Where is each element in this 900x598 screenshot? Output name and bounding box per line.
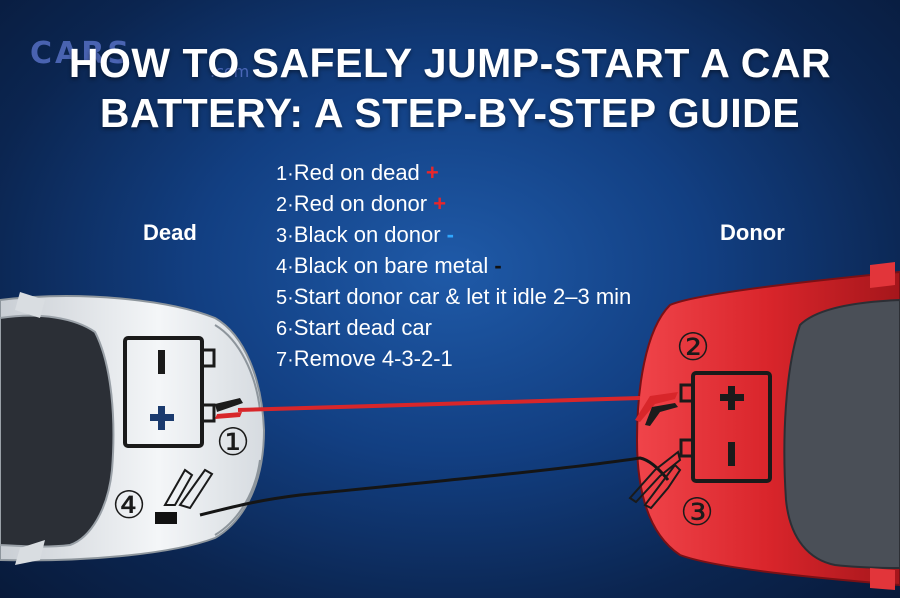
step-5: 5·Start donor car & let it idle 2–3 min	[276, 282, 631, 313]
red-clamp-dead	[215, 398, 243, 419]
watermark-suffix: .com	[210, 62, 250, 81]
step-text: Start donor car & let it idle 2–3 min	[293, 284, 632, 309]
step-number: 1·	[276, 163, 294, 185]
red-cable	[237, 396, 641, 412]
title-line-1: HOW TO SAFELY JUMP-START A CAR	[68, 40, 832, 86]
donor-battery	[679, 371, 772, 483]
donor-car-label: Donor	[720, 220, 785, 245]
marker-4: ④	[112, 483, 147, 527]
step-7: 7·Remove 4-3-2-1	[276, 344, 631, 375]
plus-icon: +	[425, 160, 439, 185]
step-text: Remove 4-3-2-1	[293, 346, 453, 371]
red-clamp-donor	[635, 392, 678, 426]
step-number: 4·	[276, 256, 294, 278]
step-number: 3·	[276, 225, 294, 247]
dead-car-label: Dead	[143, 220, 197, 245]
watermark-logo: CARS	[30, 36, 132, 71]
step-number: 5·	[276, 287, 294, 309]
dead-battery	[123, 336, 216, 448]
step-4: 4·Black on bare metal -	[276, 251, 631, 282]
black-cable	[199, 456, 670, 517]
step-text: Start dead car	[293, 315, 432, 340]
step-1: 1·Red on dead +	[276, 158, 631, 189]
marker-2: ②	[676, 325, 711, 369]
step-text: Red on dead	[293, 160, 426, 185]
step-text: Red on donor	[293, 191, 434, 216]
marker-3: ③	[680, 490, 715, 534]
step-number: 6·	[276, 318, 294, 340]
steps-list: 1·Red on dead + 2·Red on donor + 3·Black…	[276, 158, 631, 375]
step-text: Black on bare metal	[293, 253, 495, 278]
step-3: 3·Black on donor -	[276, 220, 631, 251]
step-2: 2·Red on donor +	[276, 189, 631, 220]
black-clamp-ground	[155, 468, 214, 524]
step-text: Black on donor	[293, 222, 447, 247]
marker-1: ①	[216, 420, 251, 464]
black-clamp-donor	[628, 450, 682, 510]
step-number: 2·	[276, 194, 294, 216]
title-line-2: BATTERY: A STEP-BY-STEP GUIDE	[99, 90, 801, 136]
plus-icon: +	[433, 191, 447, 216]
minus-icon: -	[494, 253, 502, 278]
page-title: HOW TO SAFELY JUMP-START A CAR BATTERY: …	[0, 38, 900, 138]
step-number: 7·	[276, 349, 294, 371]
step-6: 6·Start dead car	[276, 313, 631, 344]
minus-icon: -	[446, 222, 454, 247]
